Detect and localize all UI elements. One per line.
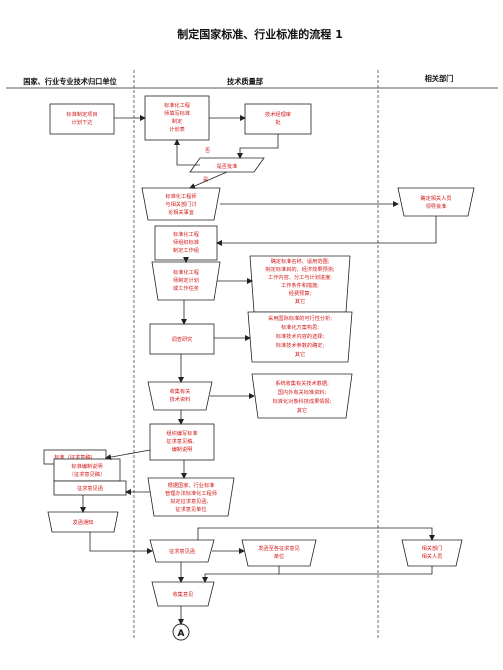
svg-text:收集有关: 收集有关 (170, 387, 191, 395)
node-plan-tasks: 标准化工程 师制定计划 或工作任务 (151, 261, 221, 301)
svg-text:拟定征求意见函、: 拟定征求意见函、 (170, 497, 212, 505)
svg-text:编制说明: 编制说明 (172, 445, 193, 453)
svg-text:组织编写标准: 组织编写标准 (166, 429, 197, 437)
svg-text:管理办法标准化工程师: 管理办法标准化工程师 (165, 489, 217, 497)
svg-text:经费预算;: 经费预算; (289, 289, 312, 297)
svg-text:制定标准目的、经济效果预测;: 制定标准目的、经济效果预测; (265, 265, 334, 273)
svg-text:收集意见: 收集意见 (173, 590, 194, 598)
node-discuss: 标准化工程师 与相关部门讨 论相关事宜 (141, 187, 221, 221)
svg-text:采用国际标准的可行性分析;: 采用国际标准的可行性分析; (268, 314, 332, 322)
svg-text:相关人员: 相关人员 (422, 552, 443, 560)
label-no: 否 (205, 147, 210, 154)
svg-text:制定工作组: 制定工作组 (173, 246, 199, 254)
node-connector-a: A (172, 623, 190, 641)
svg-text:师组织标准: 师组织标准 (173, 238, 199, 246)
svg-text:计划表: 计划表 (169, 125, 185, 133)
svg-text:或工作任务: 或工作任务 (173, 284, 199, 292)
svg-text:标准化工程: 标准化工程 (164, 101, 190, 109)
node-related-people: 相关部门 相关人员 (401, 539, 463, 567)
svg-text:单位: 单位 (274, 552, 284, 560)
svg-text:征求意见稿、: 征求意见稿、 (166, 437, 197, 445)
svg-text:标准化工程师: 标准化工程师 (165, 192, 196, 200)
svg-text:标准化工程: 标准化工程 (173, 230, 199, 238)
svg-text:是否批准: 是否批准 (217, 162, 238, 170)
column-header-left: 国家、行业专业技术归口单位 (23, 77, 117, 86)
svg-text:制定: 制定 (172, 117, 182, 125)
node-research: 调查研究 (149, 323, 215, 355)
label-yes: 是 (203, 176, 208, 183)
node-solicit: 征求意见函 (149, 539, 215, 563)
svg-text:国内外有关标准资料;: 国内外有关标准资料; (278, 388, 327, 396)
svg-text:与相关部门讨: 与相关部门讨 (165, 200, 196, 208)
svg-text:标准技术参数的确定;: 标准技术参数的确定; (276, 341, 325, 349)
svg-text:调查研究: 调查研究 (172, 335, 193, 343)
node-send-notice: 发函通知 (47, 511, 119, 533)
svg-text:标准（征求意稿）: 标准（征求意稿） (54, 453, 96, 461)
svg-text:根据国家、行业标准: 根据国家、行业标准 (168, 481, 215, 489)
svg-text:确定标准名称、适用范围;: 确定标准名称、适用范围; (271, 257, 330, 265)
svg-text:确定相关人员: 确定相关人员 (420, 194, 451, 202)
svg-text:技术资料: 技术资料 (170, 395, 191, 403)
node-collect-detail: 系统收集有关技术数据; 国内外有关标准资料; 标准化对象科技成果情报; 其它 (251, 373, 353, 419)
node-send-units: 发函至各征求意见 单位 (241, 539, 317, 567)
svg-text:A: A (178, 629, 185, 639)
svg-text:相关部门: 相关部门 (422, 544, 443, 552)
node-draft: 组织编写标准 征求意见稿、 编制说明 (149, 423, 215, 461)
svg-text:标准技术内容的选择;: 标准技术内容的选择; (276, 332, 325, 340)
svg-text:征求意见单位: 征求意见单位 (175, 505, 206, 513)
svg-text:发函至各征求意见: 发函至各征求意见 (258, 544, 300, 552)
svg-text:标准制定项目: 标准制定项目 (66, 110, 97, 118)
svg-text:领导批准: 领导批准 (426, 202, 447, 210)
svg-text:工作条件和措施;: 工作条件和措施; (281, 281, 319, 289)
svg-text:其它: 其它 (297, 406, 307, 414)
node-plan-detail: 确定标准名称、适用范围; 制定标准目的、经济效果预测; 工作内容、分工与计划进度… (249, 255, 351, 313)
node-decision-approved: 是否批准 (189, 157, 265, 173)
page-title: 制定国家标准、行业标准的流程 1 (177, 27, 342, 41)
svg-text:征求意见函: 征求意见函 (169, 547, 195, 555)
svg-text:系统收集有关技术数据;: 系统收集有关技术数据; (275, 379, 329, 387)
node-proposal: 标准制定项目 计划下达 (49, 103, 115, 135)
node-collect: 收集有关 技术资料 (147, 381, 213, 411)
node-tech-manager: 技术经理审 批 (244, 103, 312, 135)
node-research-detail: 采用国际标准的可行性分析; 标准化方案构思; 标准技术内容的选择; 标准技术参数… (247, 311, 353, 363)
column-header-middle: 技术质量部 (227, 77, 263, 86)
svg-text:其它: 其它 (295, 297, 305, 305)
svg-text:标准编制说明: 标准编制说明 (71, 462, 102, 470)
svg-text:征求意见函: 征求意见函 (77, 484, 103, 492)
node-notify-decide: 根据国家、行业标准 管理办法标准化工程师 拟定征求意见函、 征求意见单位 (147, 477, 235, 517)
svg-text:标准化工程: 标准化工程 (173, 268, 199, 276)
svg-text:技术经理审: 技术经理审 (265, 110, 291, 118)
column-header-right: 相关部门 (425, 74, 454, 83)
svg-text:发函通知: 发函通知 (73, 518, 94, 526)
svg-text:标准化方案构思;: 标准化方案构思; (281, 323, 319, 331)
node-fill-plan: 标准化工程 师填写标准 制定 计划表 (144, 95, 210, 141)
node-gather: 收集意见 (151, 581, 215, 607)
svg-text:师填写标准: 师填写标准 (164, 109, 190, 117)
svg-text:其它: 其它 (295, 350, 305, 358)
svg-text:批: 批 (275, 118, 280, 126)
node-dept-leader: 确定相关人员 领导批准 (397, 187, 475, 217)
flow-connectors (80, 115, 437, 625)
svg-text:工作内容、分工与计划进度;: 工作内容、分工与计划进度; (268, 273, 332, 281)
node-team: 标准化工程 师组织标准 制定工作组 (154, 225, 218, 261)
svg-text:（征求意见稿）: （征求意见稿） (69, 470, 105, 478)
svg-text:师制定计划: 师制定计划 (173, 276, 199, 284)
svg-text:标准化对象科技成果情报;: 标准化对象科技成果情报; (273, 397, 332, 405)
svg-text:计划下达: 计划下达 (72, 118, 93, 126)
svg-text:论相关事宜: 论相关事宜 (168, 208, 194, 216)
